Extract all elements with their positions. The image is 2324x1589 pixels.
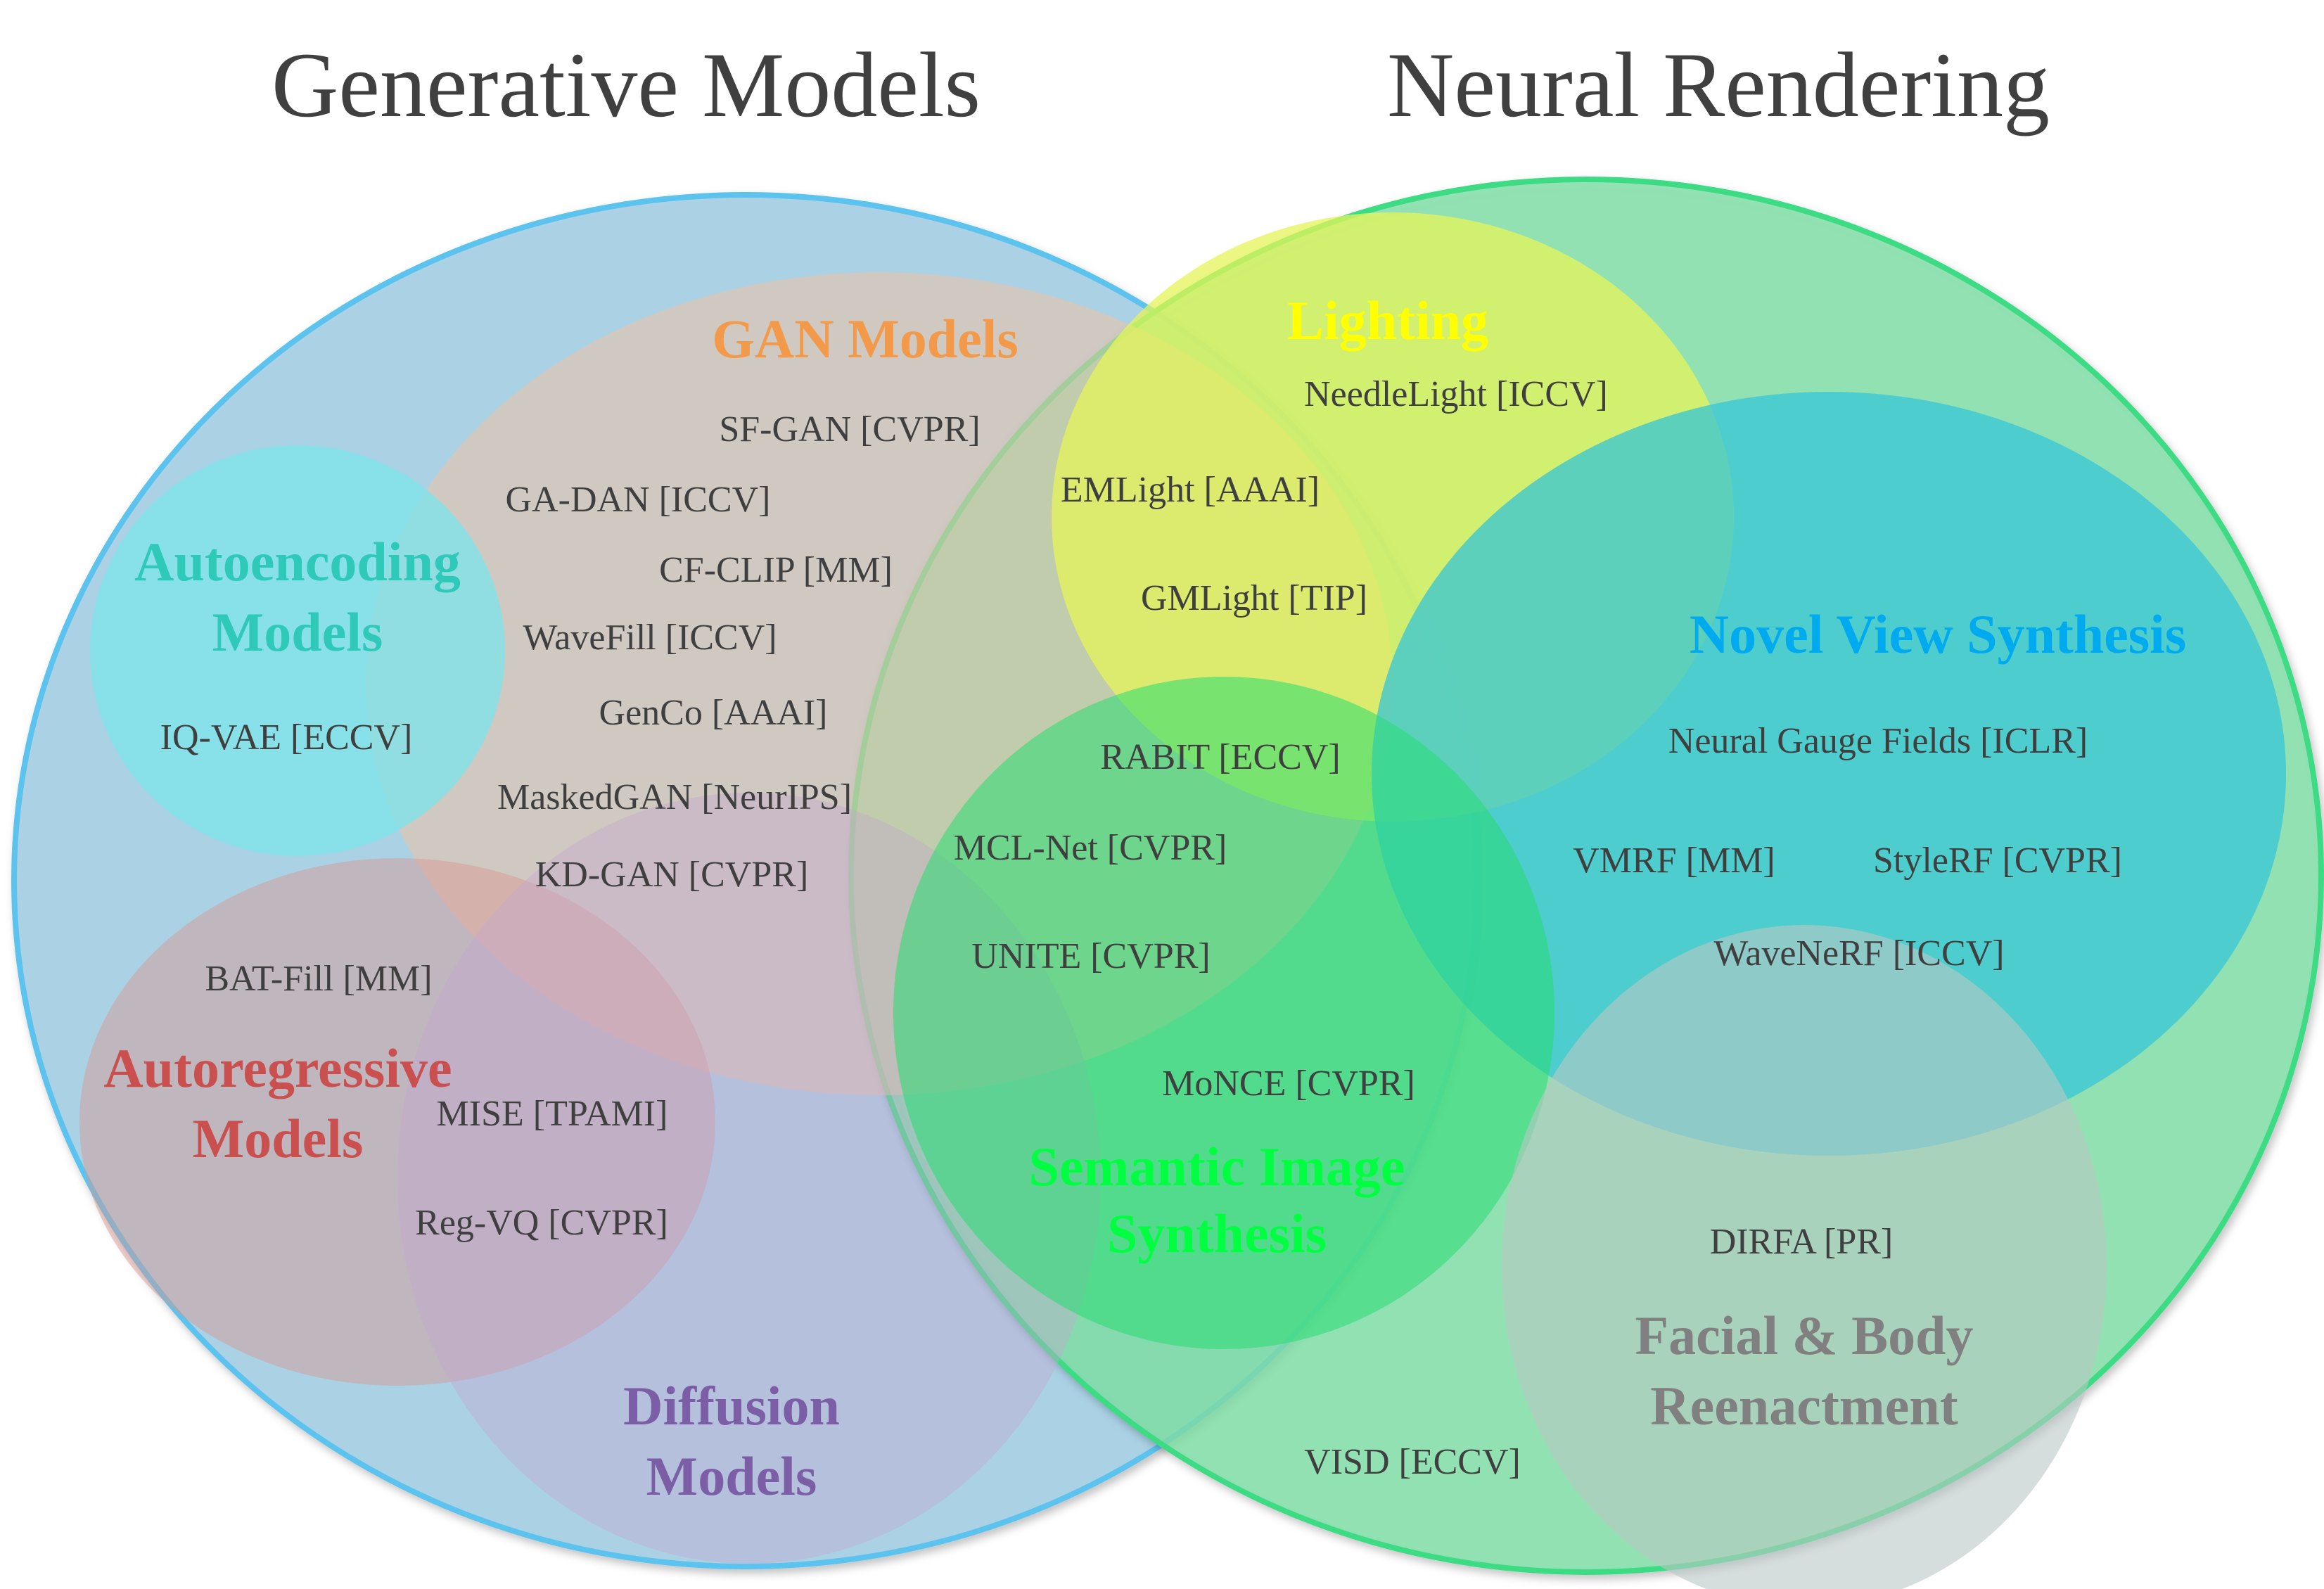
- title-neural-rendering: Neural Rendering: [1387, 33, 2050, 136]
- paper-sf-gan: SF-GAN [CVPR]: [719, 409, 980, 449]
- label-autoencoding-line2: Models: [212, 601, 383, 663]
- paper-neural-gauge-fields: Neural Gauge Fields [ICLR]: [1668, 721, 2088, 761]
- paper-kd-gan: KD-GAN [CVPR]: [535, 855, 809, 895]
- paper-reg-vq: Reg-VQ [CVPR]: [415, 1203, 668, 1243]
- label-autoencoding-line1: Autoencoding: [134, 531, 461, 592]
- autoencoding-region: [90, 445, 505, 856]
- label-semantic-line2: Synthesis: [1107, 1203, 1327, 1264]
- paper-dirfa: DIRFA [PR]: [1710, 1222, 1894, 1262]
- paper-mise: MISE [TPAMI]: [437, 1094, 668, 1134]
- paper-iq-vae: IQ-VAE [ECCV]: [160, 717, 413, 758]
- label-facial-line2: Reenactment: [1650, 1375, 1958, 1436]
- paper-mcl-net: MCL-Net [CVPR]: [954, 828, 1227, 868]
- label-facial-line1: Facial & Body: [1635, 1305, 1974, 1366]
- paper-gmlight: GMLight [TIP]: [1141, 578, 1367, 618]
- label-autoregressive-line2: Models: [193, 1108, 364, 1169]
- novel-view-synthesis-region: [1372, 392, 2286, 1156]
- paper-visd: VISD [ECCV]: [1304, 1442, 1521, 1482]
- autoregressive-region: [79, 858, 715, 1386]
- paper-emlight: EMLight [AAAI]: [1061, 470, 1320, 510]
- paper-wavefill: WaveFill [ICCV]: [523, 618, 777, 658]
- label-diffusion-line2: Models: [646, 1446, 817, 1507]
- paper-wavenerf: WaveNeRF [ICCV]: [1713, 933, 2004, 974]
- semantic-image-synthesis-region: [893, 677, 1554, 1349]
- paper-rabit: RABIT [ECCV]: [1100, 737, 1340, 777]
- facial-body-reenactment-region: [1502, 925, 2107, 1589]
- title-generative-models: Generative Models: [272, 33, 981, 136]
- label-lighting: Lighting: [1287, 290, 1488, 351]
- paper-needlelight: NeedleLight [ICCV]: [1304, 374, 1608, 414]
- paper-ga-dan: GA-DAN [ICCV]: [506, 480, 771, 520]
- label-diffusion-line1: Diffusion: [623, 1375, 840, 1436]
- paper-stylerf: StyleRF [CVPR]: [1873, 841, 2122, 881]
- label-semantic-line1: Semantic Image: [1028, 1136, 1405, 1197]
- paper-vmrf: VMRF [MM]: [1573, 841, 1775, 881]
- paper-monce: MoNCE [CVPR]: [1162, 1064, 1415, 1104]
- paper-genco: GenCo [AAAI]: [599, 693, 828, 733]
- label-autoregressive-line1: Autoregressive: [103, 1038, 452, 1099]
- paper-bat-fill: BAT-Fill [MM]: [205, 959, 432, 999]
- paper-cf-clip: CF-CLIP [MM]: [659, 550, 893, 590]
- paper-maskedgan: MaskedGAN [NeurIPS]: [497, 777, 852, 817]
- label-novel-view-synthesis: Novel View Synthesis: [1690, 604, 2186, 665]
- paper-unite: UNITE [CVPR]: [971, 936, 1210, 976]
- label-gan-models: GAN Models: [712, 308, 1018, 369]
